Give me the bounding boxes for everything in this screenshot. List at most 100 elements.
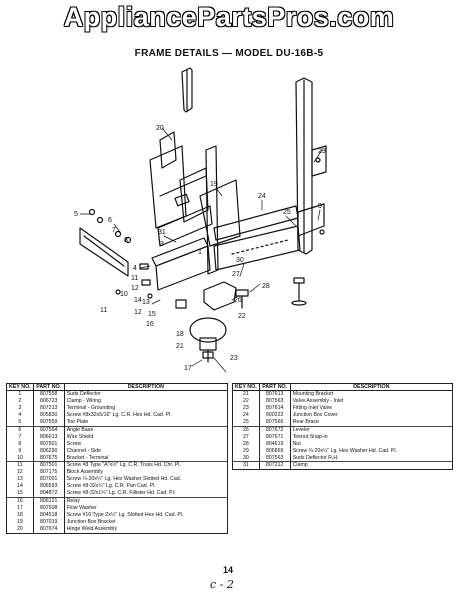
callout-number: 16 bbox=[146, 321, 154, 328]
description-cell: Flow Washer bbox=[63, 504, 229, 512]
handwritten-mark: c - 2 bbox=[210, 578, 234, 591]
callout-number: 11 bbox=[131, 275, 138, 282]
callout-number: 10 bbox=[120, 291, 128, 298]
callout-number: 11 bbox=[100, 307, 107, 314]
key-no-cell: 14 bbox=[6, 483, 34, 491]
frame-body-drawing bbox=[149, 145, 213, 247]
description-cell: Clamp bbox=[289, 461, 454, 471]
part-no-cell: 807213 bbox=[32, 405, 65, 413]
description-cell: Channel - Side bbox=[63, 447, 229, 455]
callout-number: 18 bbox=[176, 331, 184, 338]
description-cell: Screw #10 Type Zx½" Lg. Slotted Hex Hd. … bbox=[63, 511, 229, 519]
description-cell: Wire Shield bbox=[63, 433, 229, 441]
part-no-cell: 807558 bbox=[32, 390, 65, 399]
rear-brace-drawing bbox=[213, 205, 301, 271]
callout-number: 9 bbox=[318, 203, 322, 210]
callout-number: 21 bbox=[176, 343, 184, 350]
key-no-cell: 25 bbox=[232, 419, 260, 427]
description-cell: Suds Deflector R.H. bbox=[289, 454, 454, 462]
description-cell: Terminal - Grounding bbox=[63, 405, 229, 413]
key-no-cell: 20 bbox=[6, 525, 34, 534]
description-cell: Screw #8x32x5/16" Lg. C.R. Hex Hd. Cad. … bbox=[63, 412, 229, 420]
description-cell: Valve Assembly - Inlet bbox=[289, 398, 454, 406]
callout-number: 23 bbox=[230, 355, 238, 362]
part-no-cell: 807674 bbox=[32, 525, 65, 534]
part-no-cell: 804619 bbox=[258, 440, 291, 448]
description-cell: Teenut Snap-in bbox=[289, 433, 454, 441]
hardware-drawing bbox=[88, 157, 325, 309]
key-no-cell: 23 bbox=[232, 405, 260, 413]
description-cell: Toe Plate bbox=[63, 419, 229, 427]
leader-lines bbox=[79, 127, 323, 373]
callout-number: 26 bbox=[234, 297, 242, 304]
part-no-cell: 807212 bbox=[258, 461, 291, 471]
part-no-cell: 807501 bbox=[32, 440, 65, 448]
callout-number: 27 bbox=[232, 271, 240, 278]
description-cell: Block Assembly bbox=[63, 469, 229, 477]
part-no-cell: 806869 bbox=[258, 447, 291, 455]
key-no-cell: 8 bbox=[6, 440, 34, 448]
page-number: 14 bbox=[223, 565, 234, 575]
callout-number: 28 bbox=[262, 283, 270, 290]
description-cell: Angle Base bbox=[63, 425, 229, 434]
description-cell: Screw #8 Type "A"x½" Lg. C.R. Truss Hd. … bbox=[63, 461, 229, 470]
callout-number: 20 bbox=[156, 125, 164, 132]
toe-plate-drawing bbox=[79, 227, 129, 277]
key-no-cell: 29 bbox=[232, 447, 260, 455]
part-no-cell: 807559 bbox=[32, 419, 65, 427]
key-no-cell: 6 bbox=[6, 425, 34, 434]
description-cell: Suds Deflector bbox=[63, 390, 229, 399]
key-no-cell: 3 bbox=[6, 405, 34, 413]
description-cell: Rear Brace bbox=[289, 419, 454, 427]
description-cell: Screw #8-32x¼" Lg. C.R. Pan Cad. Pl. bbox=[63, 483, 229, 491]
key-no-cell: 16 bbox=[6, 496, 34, 505]
callout-number: 30 bbox=[236, 257, 244, 264]
part-no-cell: 804518 bbox=[32, 511, 65, 519]
key-no-header: KEY NO. bbox=[232, 382, 260, 392]
description-cell: Screw #8-32x1¼" Lg. C.R. Fillister Hd. C… bbox=[63, 490, 229, 498]
part-no-cell: 807564 bbox=[32, 425, 65, 434]
description-cell: Mounting Bracket bbox=[289, 390, 454, 399]
description-cell: Leveler bbox=[289, 425, 454, 434]
callout-number: 7 bbox=[112, 227, 116, 234]
left-post-drawing bbox=[159, 67, 193, 169]
description-cell: Relay bbox=[63, 496, 229, 505]
callout-labels: 20 29 19 24 25 9 5 6 7 8 31 3 1 4 11 12 … bbox=[74, 125, 326, 372]
part-no-cell: 807566 bbox=[258, 419, 291, 427]
key-no-cell: 18 bbox=[6, 511, 34, 519]
key-no-cell: 4 bbox=[6, 412, 34, 420]
description-cell: Junction Box Bracket bbox=[63, 518, 229, 526]
part-no-cell: 806290 bbox=[32, 447, 65, 455]
description-cell: Clamp - Wiring bbox=[63, 398, 229, 406]
part-no-cell: 807675 bbox=[32, 454, 65, 462]
part-no-header: PART NO. bbox=[32, 382, 65, 392]
key-no-header: KEY NO. bbox=[6, 382, 34, 392]
side-channel-drawing bbox=[295, 77, 327, 255]
part-no-cell: 807175 bbox=[32, 469, 65, 477]
part-no-cell: 806013 bbox=[32, 433, 65, 441]
description-cell: Fitting Inlet Valve bbox=[289, 405, 454, 413]
callout-number: 12 bbox=[131, 285, 139, 292]
key-no-cell: 13 bbox=[6, 476, 34, 484]
part-no-cell: 807608 bbox=[32, 504, 65, 512]
description-cell: Screw ¼-20x¼" Lg. Hex Washer Slotted Hd.… bbox=[63, 476, 229, 484]
part-no-cell: 807672 bbox=[258, 425, 291, 434]
part-no-cell: 807501 bbox=[32, 461, 65, 470]
key-no-cell: 22 bbox=[232, 398, 260, 406]
key-no-cell: 19 bbox=[6, 518, 34, 526]
key-no-cell: 27 bbox=[232, 433, 260, 441]
